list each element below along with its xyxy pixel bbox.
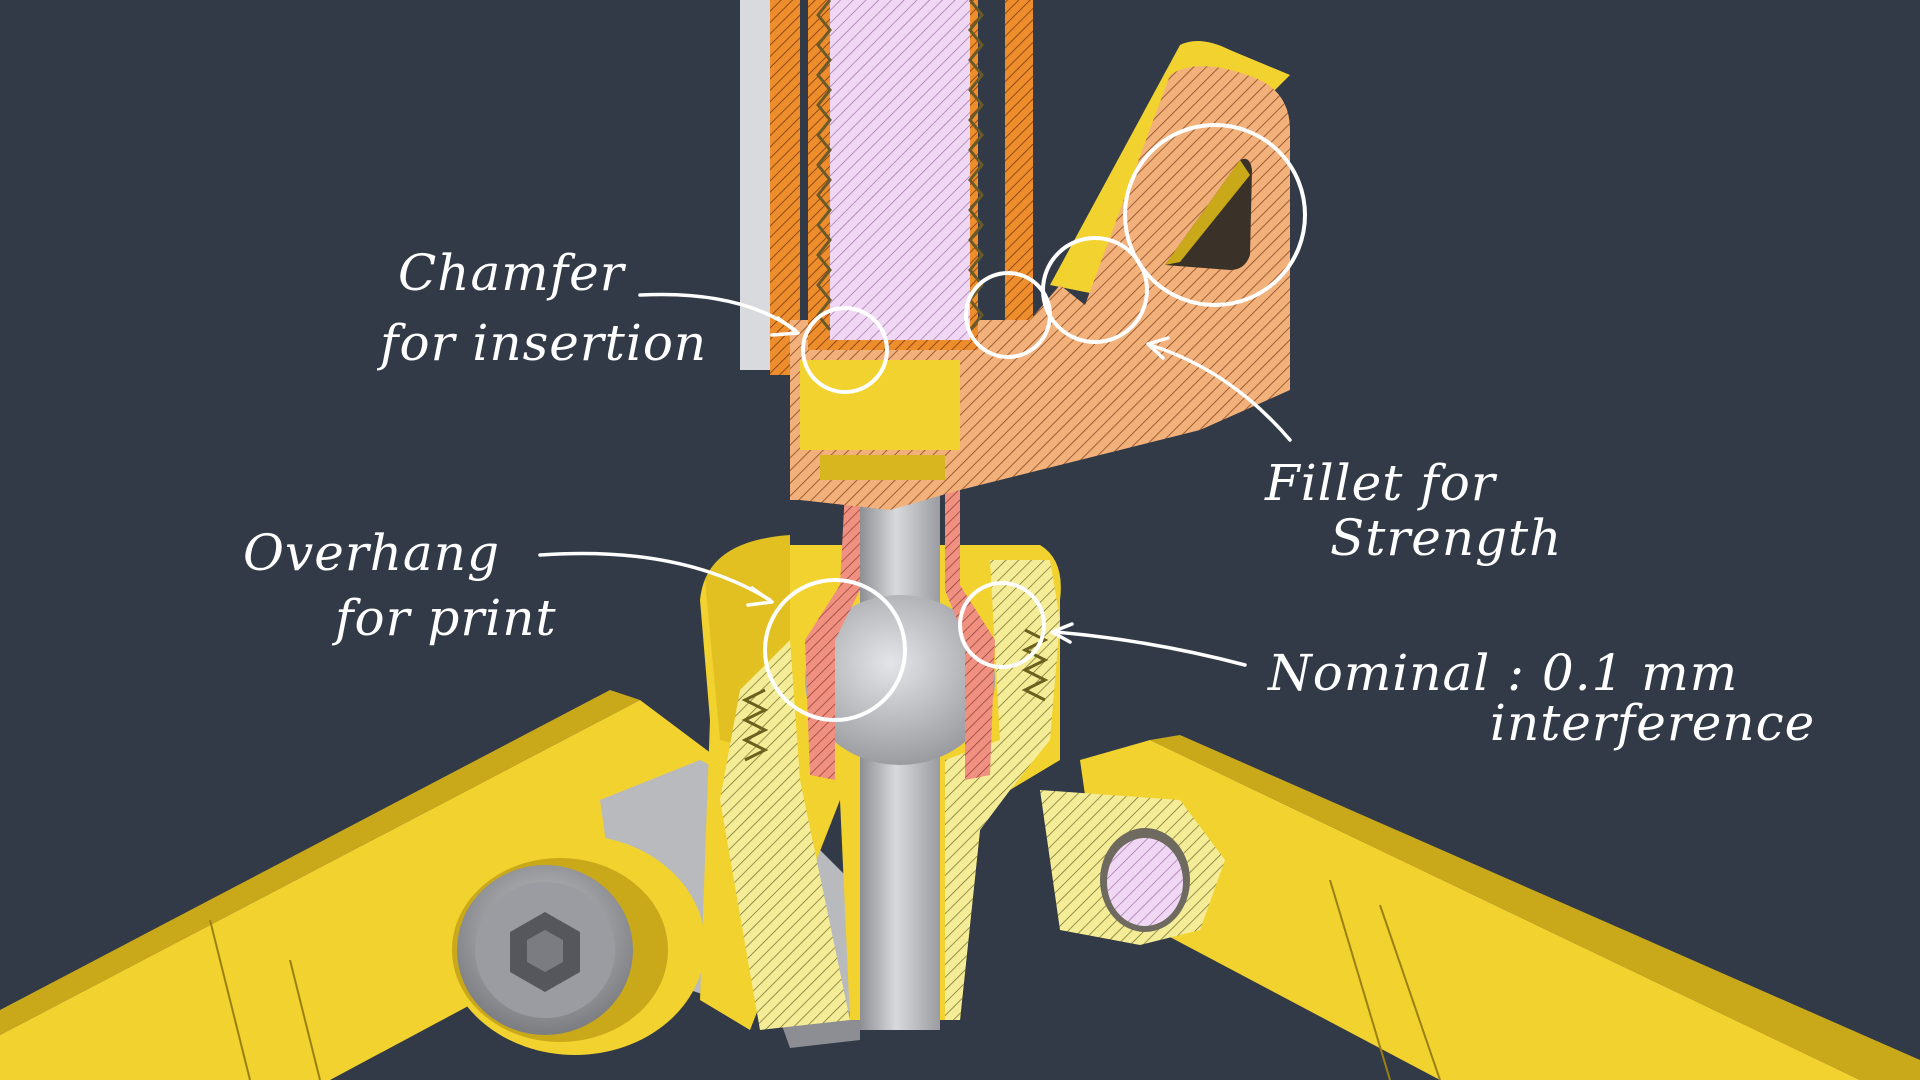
fillet-label-line2: Strength	[1330, 509, 1562, 567]
chamfer-ring	[801, 306, 889, 394]
overhang-label-line1: Overhang	[243, 524, 500, 582]
overhang-ring	[763, 578, 907, 722]
chamfer-label-line2: for insertion	[376, 314, 707, 372]
threaded-insert	[808, 0, 984, 350]
orange-bracket	[790, 41, 1290, 510]
fillet-ring-mid	[1041, 236, 1149, 344]
overhang-label-line2: for print	[331, 589, 557, 647]
nominal-arrow	[1053, 630, 1247, 667]
right-hub-plate	[1040, 790, 1225, 945]
overhang-note: Overhang for print	[243, 524, 557, 647]
annotation-marks	[538, 123, 1307, 722]
overhang-arrow	[538, 551, 772, 602]
fillet-ring-large	[1123, 123, 1307, 307]
chamfer-label-line1: Chamfer	[398, 244, 627, 302]
fillet-note: Fillet for Strength	[1264, 454, 1562, 567]
fillet-label-line1: Fillet for	[1264, 454, 1498, 512]
left-leg	[0, 690, 760, 1080]
nominal-note: Nominal : 0.1 mm interference	[1267, 644, 1815, 752]
chamfer-note: Chamfer for insertion	[376, 244, 707, 372]
nominal-label-line1: Nominal : 0.1 mm	[1267, 644, 1738, 702]
socket-head-bolt	[457, 865, 633, 1035]
ball-socket-liner	[805, 490, 995, 780]
nominal-label-line2: interference	[1490, 694, 1815, 752]
outer-tube	[740, 0, 1033, 375]
fillet-arrow	[1148, 343, 1292, 442]
nominal-ring	[958, 581, 1046, 669]
right-leg	[1080, 735, 1920, 1080]
